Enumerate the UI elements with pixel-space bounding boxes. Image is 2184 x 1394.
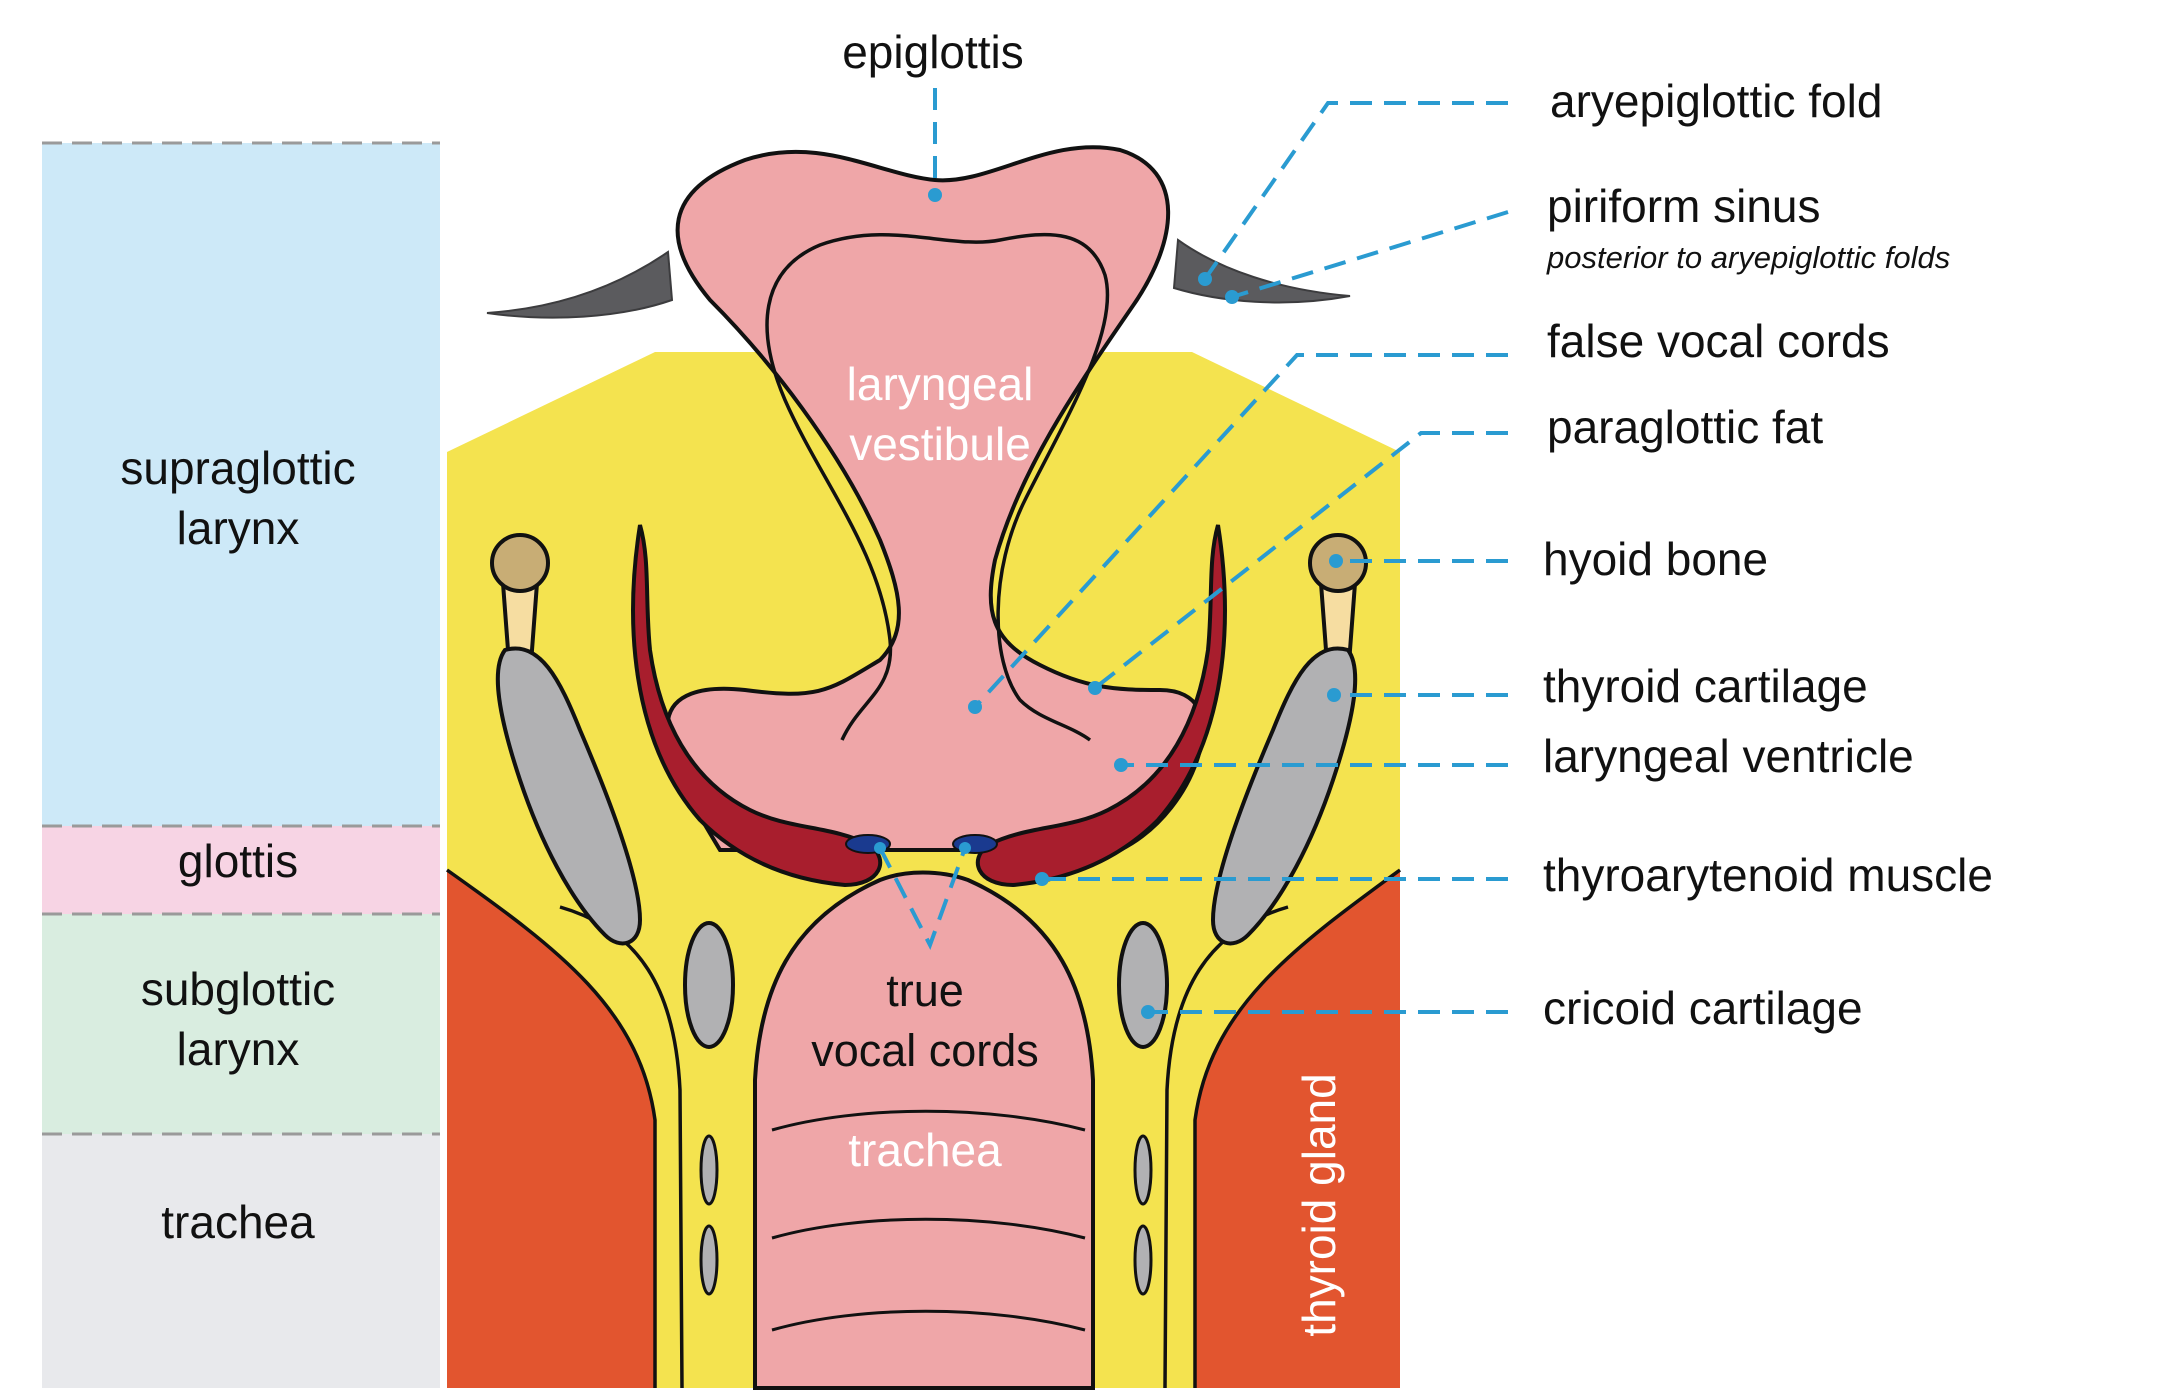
- region-bar: supraglottic larynx glottis subglottic l…: [42, 141, 440, 1388]
- thyroid-gland-edge-right: [1193, 868, 1402, 1388]
- zone-label-subglottic: subglottic: [141, 963, 335, 1015]
- zone-label-supraglottic: supraglottic: [120, 442, 355, 494]
- laryngeal-ventricle-label: laryngeal ventricle: [1543, 730, 1914, 782]
- subglottic-zone: [42, 914, 440, 1134]
- thyroid-cartilage-left: [495, 646, 643, 946]
- hyoid-bone-label: hyoid bone: [1543, 533, 1768, 585]
- zone-label-subglottic-2: larynx: [177, 1023, 300, 1075]
- paraglottic-fat-leader: [1093, 431, 1508, 690]
- aryepiglottic-fold-label: aryepiglottic fold: [1550, 75, 1882, 127]
- zone-label-supraglottic-2: larynx: [177, 502, 300, 554]
- laryngeal-mucosa: [665, 145, 1206, 852]
- false-vocal-cords-label: false vocal cords: [1547, 315, 1890, 367]
- epiglottis-inner-outline: [765, 232, 1110, 742]
- trachea-zone: [42, 1134, 440, 1388]
- thyroarytenoid-muscle-label: thyroarytenoid muscle: [1543, 849, 1993, 901]
- glottis-zone: [42, 826, 440, 914]
- zone-dividers: [42, 141, 440, 1136]
- thyroid-gland-label: thyroid gland: [1293, 1073, 1345, 1336]
- trachea-inner-label: trachea: [848, 1124, 1002, 1176]
- piriform-sinus-label: piriform sinus: [1547, 180, 1821, 232]
- thyroid-gland-right: [1195, 870, 1400, 1388]
- piriform-sinus-note: posterior to aryepiglottic folds: [1546, 240, 1950, 275]
- trachea-tube: [753, 870, 1095, 1390]
- thyroid-gland-left: [447, 870, 655, 1388]
- paraglottic-fat-label: paraglottic fat: [1547, 401, 1823, 453]
- tracheal-rings: [771, 1109, 1086, 1332]
- tracheal-cartilage-rings: [699, 1134, 1153, 1296]
- supraglottic-zone: [42, 143, 440, 826]
- epiglottis-label: epiglottis: [842, 26, 1024, 78]
- true-vocal-cords-leader: [874, 842, 971, 950]
- zone-label-trachea: trachea: [161, 1196, 315, 1248]
- vestibule-label-2: vestibule: [849, 418, 1031, 470]
- aryepiglottic-fold-left: [486, 250, 674, 319]
- cricoid-cartilage-right: [1117, 921, 1169, 1049]
- paraglottic-fat: [447, 352, 1400, 1388]
- true-vocal-cords-label: true: [886, 965, 964, 1016]
- thyroid-gland-edge-left: [445, 868, 657, 1388]
- larynx-illustration: laryngeal vestibule true vocal cords tra…: [445, 145, 1402, 1390]
- thyroid-cartilage-label: thyroid cartilage: [1543, 660, 1868, 712]
- callouts: epiglottis aryepiglottic fold piriform s…: [842, 26, 1993, 1034]
- cricoid-cartilage-left: [683, 921, 735, 1049]
- aryepiglottic-fold-leader: [1203, 101, 1508, 281]
- zone-label-glottis: glottis: [178, 835, 298, 887]
- piriform-sinus-leader: [1231, 210, 1509, 299]
- cricoid-cartilage-label: cricoid cartilage: [1543, 982, 1863, 1034]
- aryepiglottic-fold-right: [1172, 238, 1351, 304]
- true-vocal-cords-label-2: vocal cords: [811, 1025, 1039, 1076]
- vestibule-label: laryngeal: [847, 358, 1034, 410]
- false-vocal-cords-leader: [973, 353, 1508, 709]
